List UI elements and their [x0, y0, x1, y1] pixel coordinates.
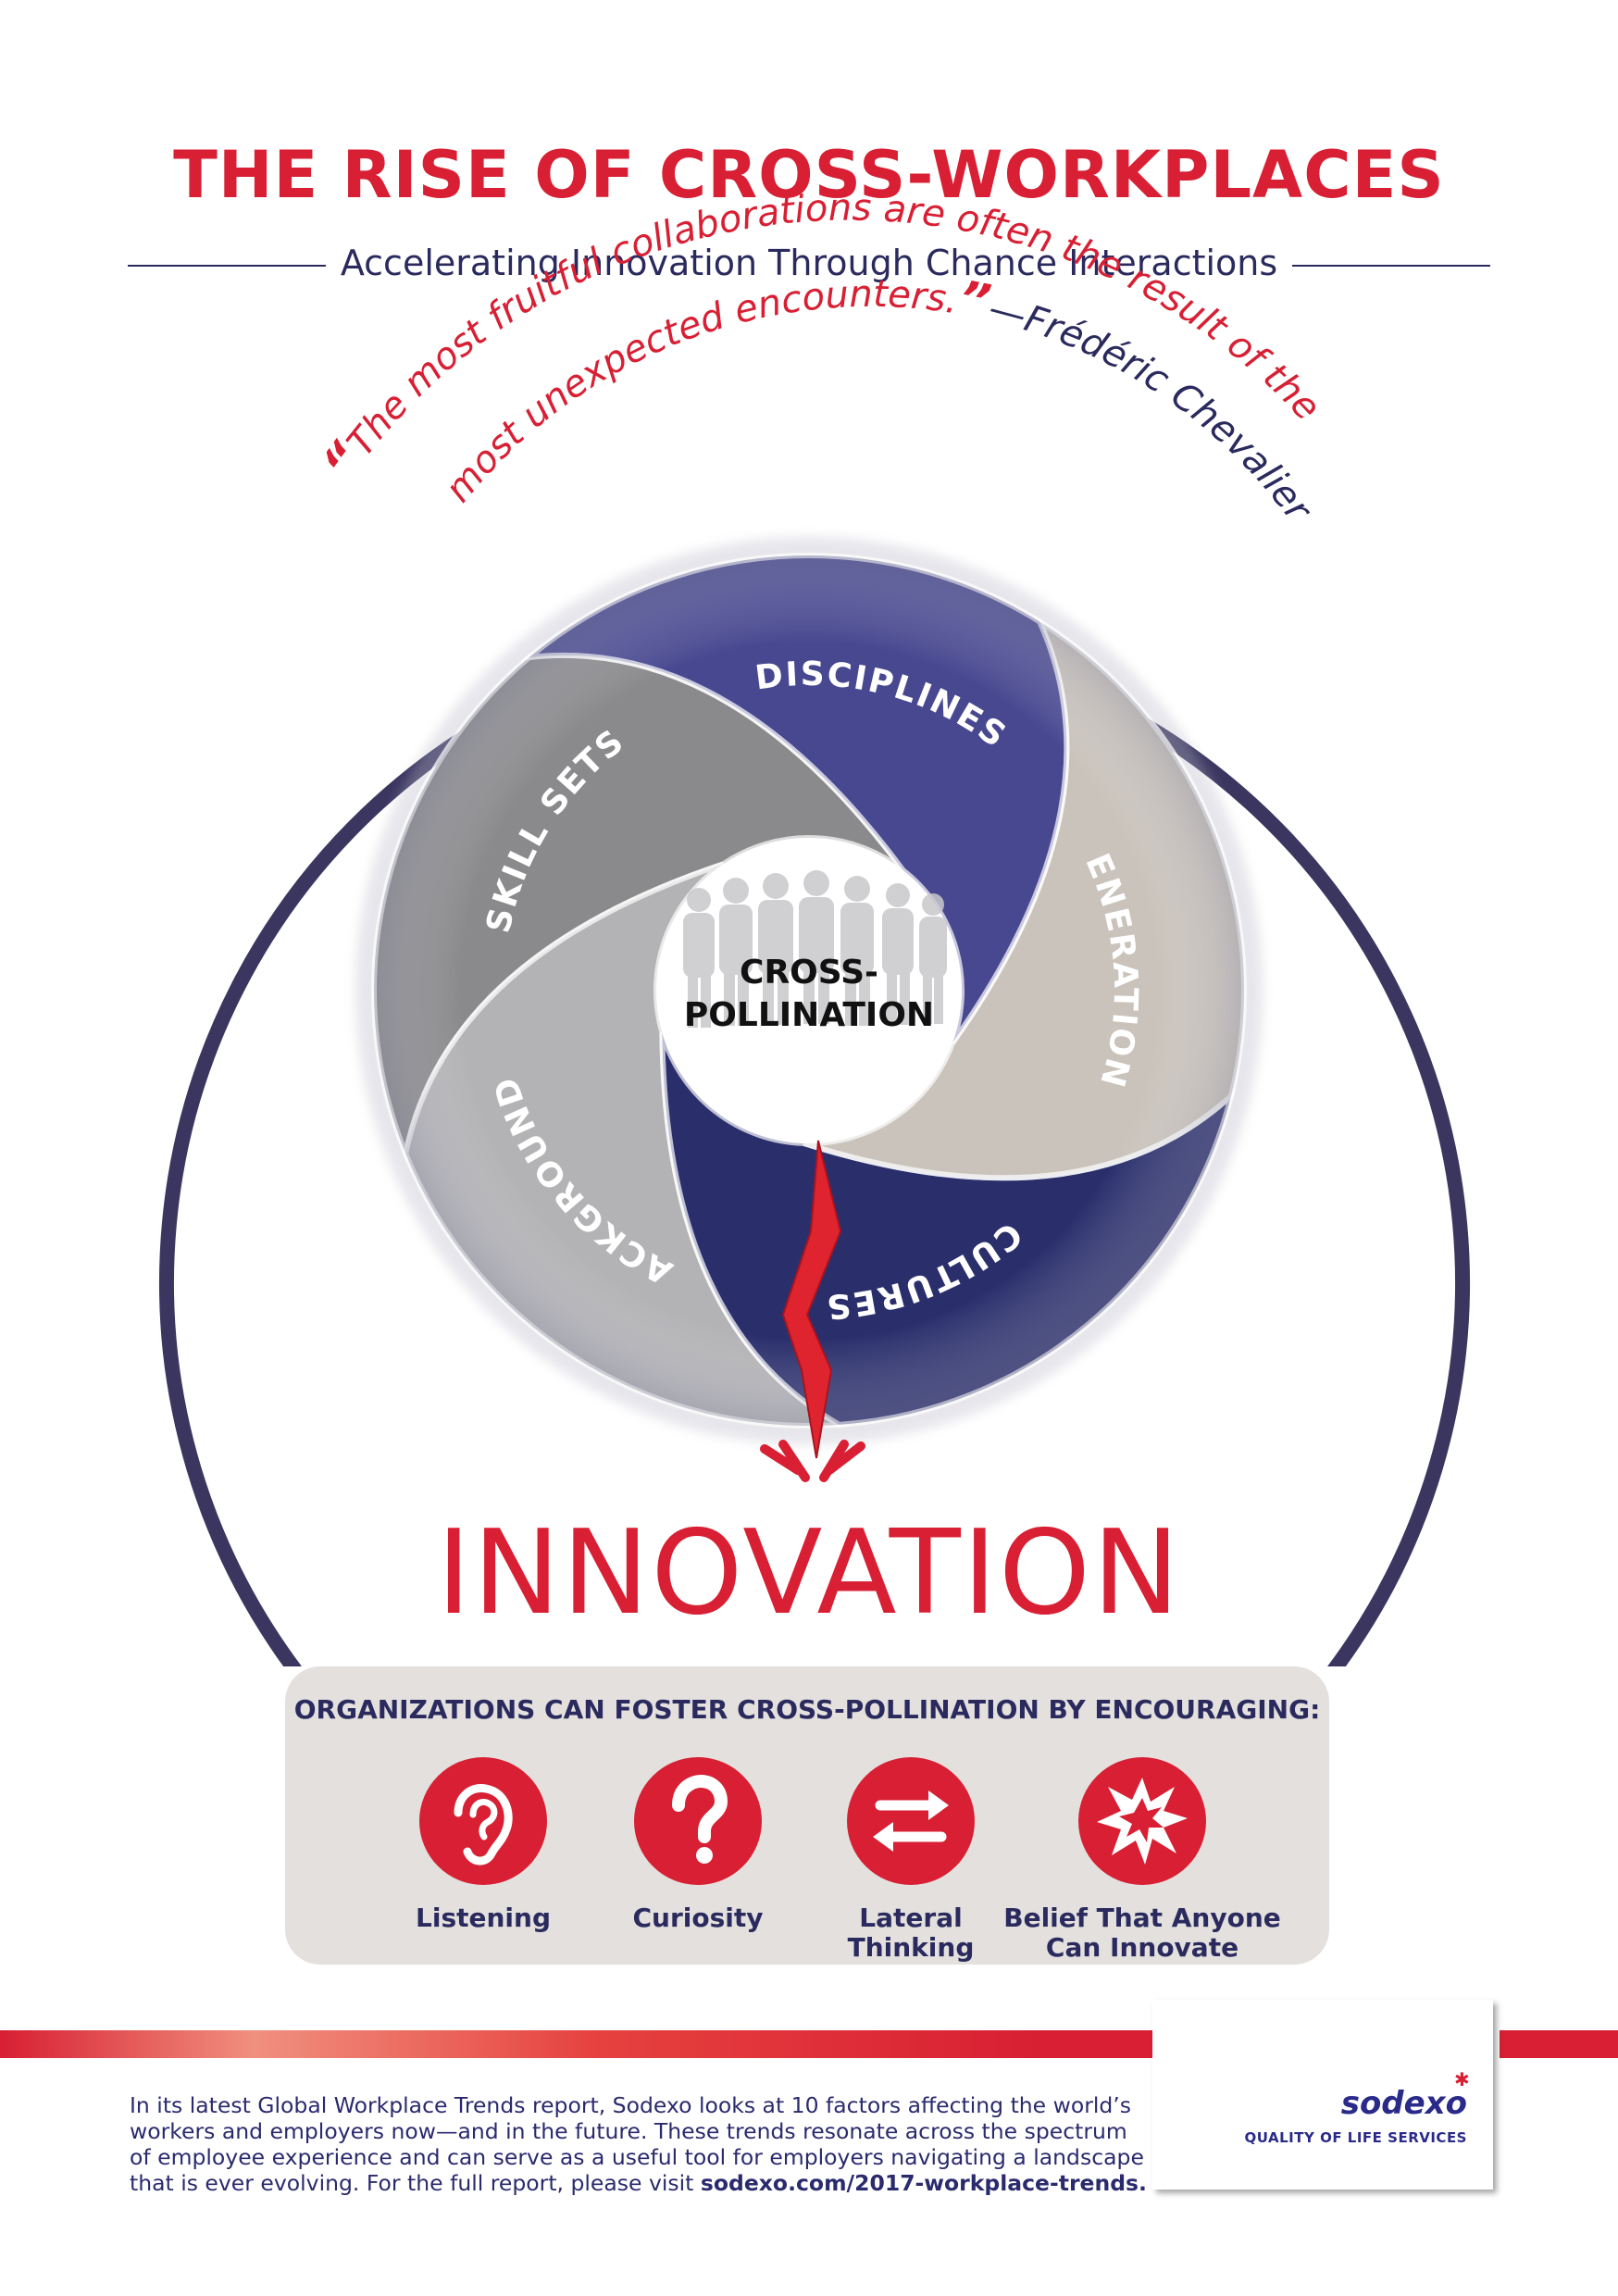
center-label-line-2: POLLINATION [684, 996, 934, 1034]
question-mark-icon [634, 1757, 762, 1885]
item-label-line-2: Thinking [847, 1932, 975, 1963]
swirl: SKILL SETSBACKGROUNDSCULTURESGENERATIONS… [0, 0, 1247, 1429]
panel-heading: ORGANIZATIONS CAN FOSTER CROSS-POLLINATI… [293, 1694, 1321, 1725]
cross-pollination-diagram: “The most fruitful collaborations are of… [0, 0, 1470, 1666]
item-lateral-thinking: Lateral Thinking [772, 1757, 1050, 1963]
swap-arrows-icon [847, 1757, 975, 1885]
footer-text: In its latest Global Workplace Trends re… [130, 2092, 1148, 2196]
item-label-belief: Belief That Anyone Can Innovate [1003, 1903, 1281, 1963]
innovation-label: INNOVATION [436, 1504, 1182, 1641]
item-label-curiosity: Curiosity [559, 1903, 837, 1933]
footer-body: In its latest Global Workplace Trends re… [130, 2092, 1144, 2196]
quote-attribution: —Frédéric Chevalier [984, 287, 1320, 530]
page-title: THE RISE OF CROSS-WORKPLACES [173, 137, 1445, 213]
item-listening: Listening [344, 1757, 622, 1933]
item-label-lateral-thinking: Lateral Thinking [772, 1903, 1050, 1963]
item-label-line-1: Lateral [859, 1903, 963, 1933]
logo-star-icon: ✱ [1454, 2070, 1470, 2090]
sodexo-logo[interactable]: sodexo ✱ QUALITY OF LIFE SERVICES [1152, 2000, 1493, 2190]
item-label-line-1: Curiosity [632, 1903, 764, 1933]
item-label-line-1: Belief That Anyone [1003, 1903, 1281, 1933]
ear-icon [419, 1757, 547, 1885]
subtitle-wrap: Accelerating Innovation Through Chance I… [128, 243, 1490, 283]
footer-bar-right [1500, 2030, 1618, 2058]
logo-tagline: QUALITY OF LIFE SERVICES [1244, 2129, 1467, 2146]
item-belief-anyone-can-innovate: Belief That Anyone Can Innovate [1003, 1757, 1281, 1963]
people-silhouettes-icon [683, 870, 947, 1028]
subtitle-row: Accelerating Innovation Through Chance I… [128, 243, 1490, 289]
item-label-line-2: Can Innovate [1045, 1932, 1239, 1963]
lightning-bolt-icon [760, 1140, 865, 1482]
logo-wordmark: sodexo [1340, 2085, 1467, 2122]
item-curiosity: Curiosity [559, 1757, 837, 1933]
center-label-line-1: CROSS- [740, 954, 878, 992]
quote-text-1: The most fruitful collaborations are oft… [339, 187, 1328, 465]
burst-icon [1078, 1757, 1206, 1885]
item-label-line-1: Listening [416, 1903, 551, 1933]
encouraging-panel: ORGANIZATIONS CAN FOSTER CROSS-POLLINATI… [285, 1666, 1329, 1965]
page-subtitle: Accelerating Innovation Through Chance I… [325, 243, 1293, 283]
item-label-listening: Listening [344, 1903, 622, 1933]
quote-line-1: “The most fruitful collaborations are of… [312, 187, 1329, 492]
footer-link[interactable]: sodexo.com/2017-workplace-trends. [700, 2170, 1147, 2196]
